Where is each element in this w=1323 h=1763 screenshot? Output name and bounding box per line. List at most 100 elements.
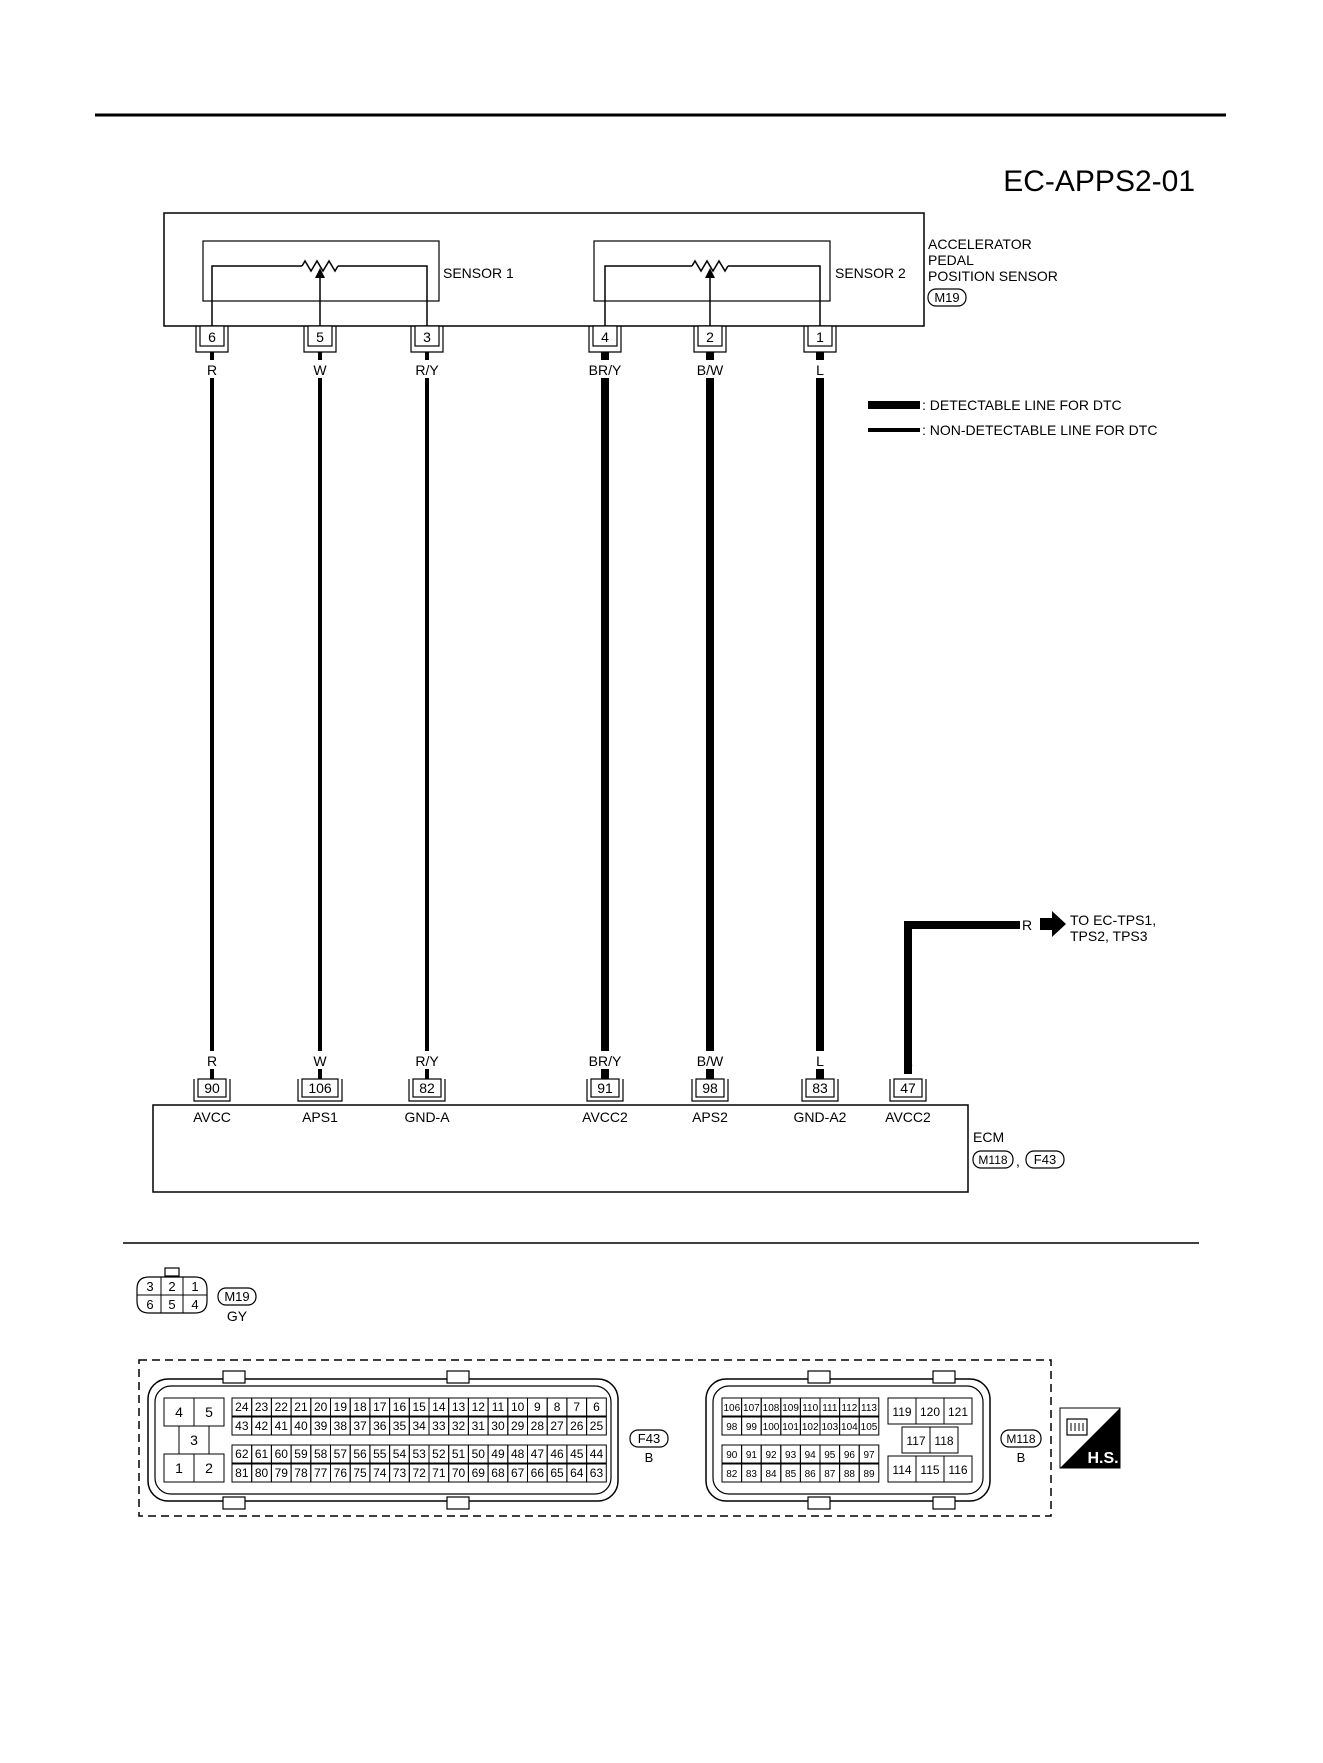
pin-bracket — [801, 1079, 839, 1102]
m118-pin: 106 — [723, 1403, 740, 1414]
wire-color-top: W — [313, 362, 327, 378]
f43-pin: 37 — [353, 1419, 367, 1433]
f43-pin: 5 — [205, 1404, 213, 1420]
f43-pin: 1 — [175, 1460, 183, 1476]
m19-connector-view: 3 2 1 6 5 4 M19 GY — [136, 1267, 257, 1324]
pin-bracket — [693, 326, 727, 353]
m118-pin: 83 — [746, 1469, 758, 1480]
f43-pin: 61 — [255, 1447, 269, 1461]
resistor-icon — [301, 259, 339, 273]
m118-pin-cell — [858, 1416, 880, 1436]
label-bg — [298, 360, 342, 378]
pin-number: 91 — [597, 1080, 613, 1096]
f43-pin: 38 — [334, 1419, 348, 1433]
wire-color-bottom: R/Y — [415, 1053, 439, 1069]
connector-f43-badge — [1025, 1150, 1065, 1169]
sensor-pin: 4 — [588, 325, 622, 353]
m118-pin: 82 — [726, 1469, 738, 1480]
ecm-pin: 82 — [408, 1078, 446, 1102]
f43-pin: 46 — [550, 1447, 564, 1461]
sensor-pin: 1 — [803, 325, 837, 353]
m118-pin: 103 — [821, 1422, 838, 1433]
sensor-pin: 3 — [410, 325, 444, 353]
f43-pin: 2 — [205, 1460, 213, 1476]
f43-pin: 34 — [412, 1419, 426, 1433]
f43-view-badge — [629, 1429, 669, 1448]
m118-pin: 115 — [920, 1463, 939, 1477]
m118-pin-cell — [943, 1455, 973, 1483]
pin-bracket — [691, 1079, 729, 1102]
f43-pin: 81 — [235, 1466, 249, 1480]
f43-pin: 47 — [531, 1447, 545, 1461]
pin-box — [592, 325, 618, 347]
f43-pin: 28 — [531, 1419, 545, 1433]
sensor-2-label: SENSOR 2 — [835, 265, 906, 281]
pin-box — [807, 325, 833, 347]
f43-pin: 35 — [393, 1419, 407, 1433]
pin-bracket — [889, 1079, 927, 1102]
f43-pin: 75 — [353, 1466, 367, 1480]
label-bg — [190, 1051, 234, 1069]
f43-pin: 18 — [353, 1400, 367, 1414]
m118-pin: 94 — [805, 1450, 817, 1461]
f43-pin: 32 — [452, 1419, 466, 1433]
m118-pin: 108 — [763, 1403, 780, 1414]
f43-pin-cell — [586, 1444, 607, 1464]
pin-box — [893, 1078, 923, 1098]
wire-color-bottom: BR/Y — [589, 1053, 622, 1069]
ecm-pin: 98 — [691, 1078, 729, 1102]
sensor-1-box — [202, 240, 440, 302]
m118-pin: 121 — [948, 1405, 968, 1419]
m118-pin: 86 — [805, 1469, 817, 1480]
pin-number: 3 — [423, 329, 431, 345]
f43-pin: 27 — [550, 1419, 564, 1433]
f43-pin: 68 — [491, 1466, 505, 1480]
f43-pin: 63 — [590, 1466, 604, 1480]
m118-pin-cell — [929, 1426, 959, 1454]
pin-number: 47 — [900, 1080, 916, 1096]
f43-pin: 6 — [593, 1400, 600, 1414]
f43-pin: 52 — [432, 1447, 446, 1461]
ecm-pin-label: AVCC2 — [885, 1109, 931, 1125]
label-bg — [583, 1051, 627, 1069]
m19-view-color: GY — [227, 1308, 248, 1324]
m19-pin: 4 — [191, 1297, 198, 1312]
f43-pin: 58 — [314, 1447, 328, 1461]
m118-pin: 102 — [802, 1422, 819, 1433]
f43-pin: 60 — [275, 1447, 289, 1461]
pin-box — [590, 1078, 620, 1098]
f43-pin: 45 — [570, 1447, 584, 1461]
m118-pin: 93 — [785, 1450, 797, 1461]
m118-pin: 90 — [726, 1450, 738, 1461]
f43-pin: 72 — [412, 1466, 426, 1480]
m118-view-badge-text: M118 — [1006, 1432, 1035, 1446]
ecm-pin-label: APS1 — [302, 1109, 338, 1125]
f43-pin: 14 — [432, 1400, 446, 1414]
f43-pin: 4 — [175, 1404, 183, 1420]
f43-pin: 36 — [373, 1419, 387, 1433]
f43-pin: 64 — [570, 1466, 584, 1480]
f43-pin: 13 — [452, 1400, 466, 1414]
harness-wires: RR690AVCCWW5106APS1R/YR/Y382GND-ABR/YBR/… — [190, 325, 931, 1125]
f43-pin: 49 — [491, 1447, 505, 1461]
m118-pin: 104 — [841, 1422, 858, 1433]
ecm-pin: 90 — [193, 1078, 231, 1102]
m118-pin: 97 — [863, 1450, 875, 1461]
sensor-pin: 5 — [303, 325, 337, 353]
pin-box — [412, 1078, 442, 1098]
wire-color-top: R/Y — [415, 362, 439, 378]
pin-box — [414, 325, 440, 347]
pin-number: 90 — [204, 1080, 220, 1096]
sensor-internal-wiring — [211, 259, 821, 330]
m118-pin: 89 — [863, 1469, 875, 1480]
ecm-label: ECM — [973, 1129, 1004, 1145]
pin-bracket — [408, 1079, 446, 1102]
f43-pin: 77 — [314, 1466, 328, 1480]
m118-pin: 113 — [861, 1403, 877, 1414]
f43-pin: 9 — [534, 1400, 541, 1414]
ecm-pin-label: GND-A — [404, 1109, 450, 1125]
f43-view-color: B — [645, 1450, 654, 1465]
pin-box — [695, 1078, 725, 1098]
